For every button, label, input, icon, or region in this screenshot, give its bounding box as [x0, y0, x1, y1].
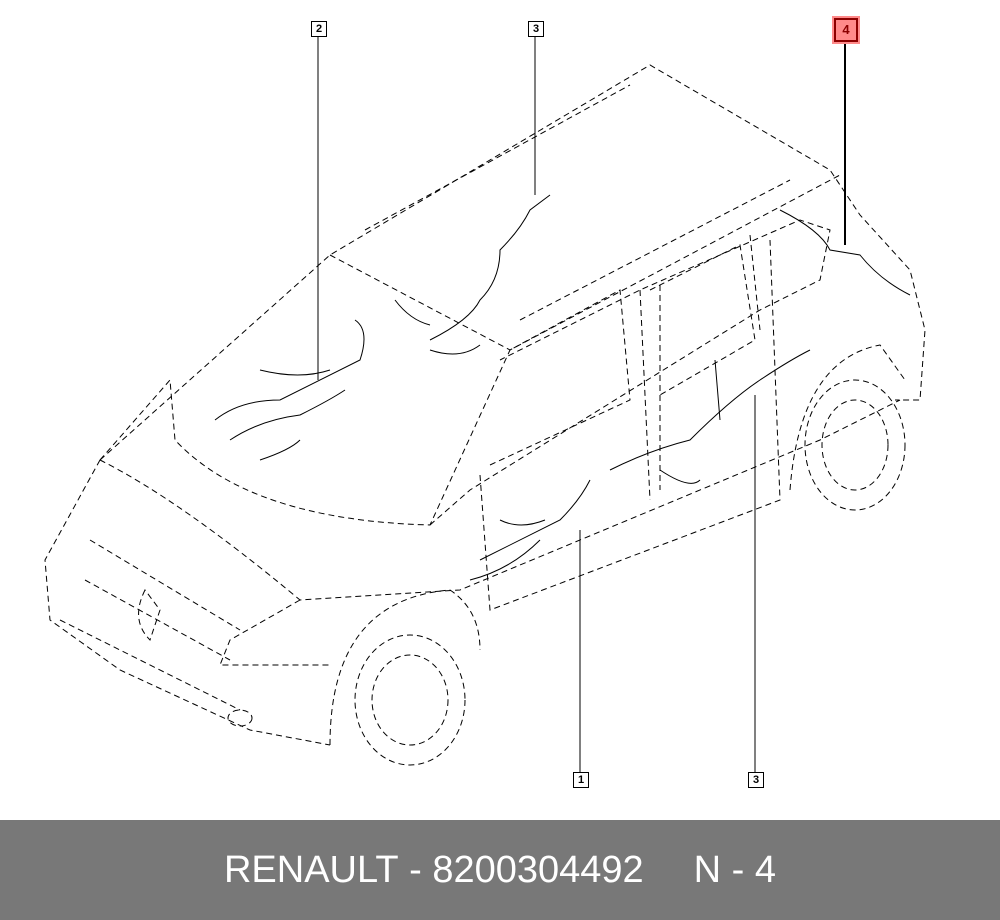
brand-name: RENAULT — [223, 848, 399, 891]
car-wiring-diagram — [44, 37, 926, 772]
wiring-harness — [214, 194, 911, 581]
footer-caption: RENAULT - 8200304492 N - 4 — [0, 820, 1000, 920]
part-number: 8200304492 — [432, 848, 644, 891]
callout-1[interactable]: 1 — [573, 772, 589, 788]
position-label: N - 4 — [693, 848, 777, 891]
callout-2[interactable]: 2 — [311, 21, 327, 37]
leader-lines — [317, 37, 846, 772]
callout-3-bottom[interactable]: 3 — [748, 772, 764, 788]
separator: - — [398, 848, 433, 891]
callout-4-highlighted[interactable]: 4 — [834, 18, 858, 42]
callout-3-top[interactable]: 3 — [528, 21, 544, 37]
car-outline — [44, 64, 926, 766]
